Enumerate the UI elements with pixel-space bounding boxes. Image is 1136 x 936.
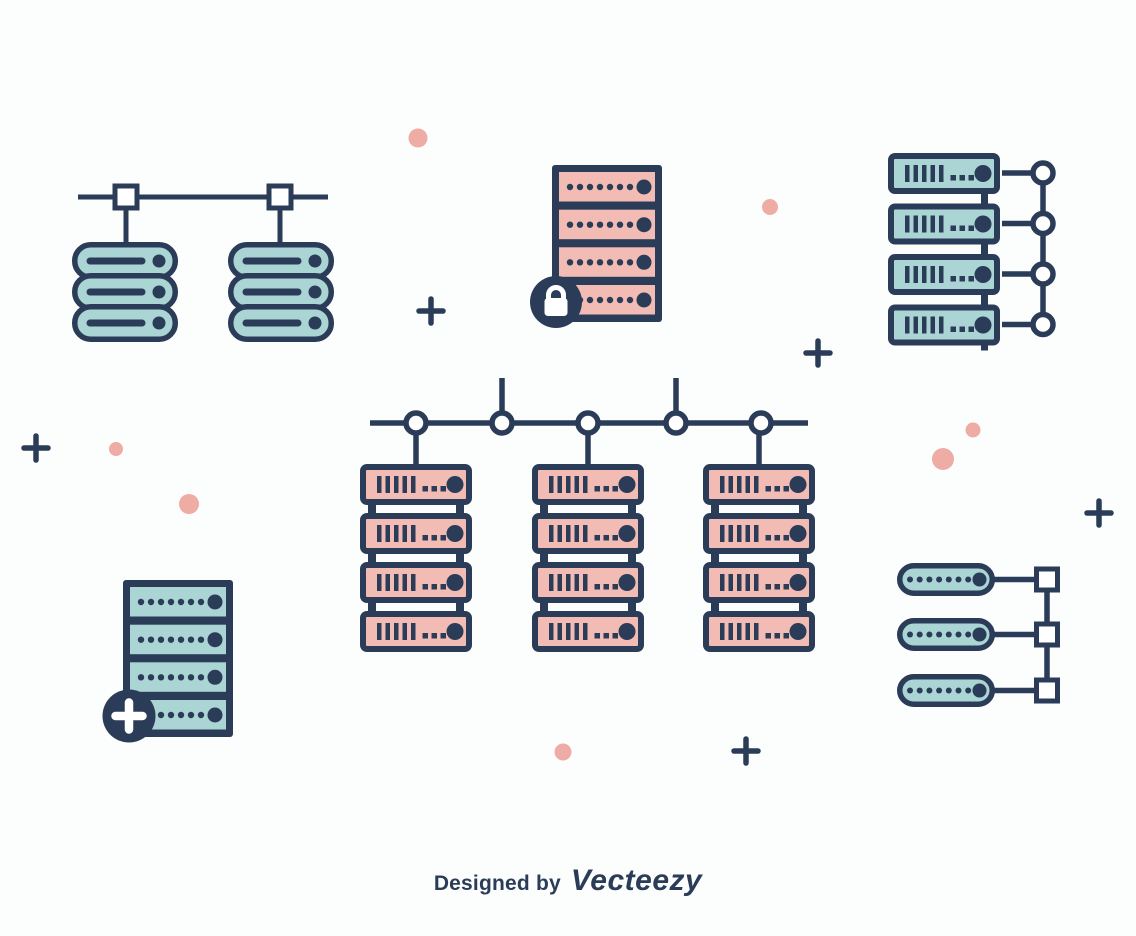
server-unit-icon bbox=[363, 516, 469, 551]
rack-joint bbox=[981, 291, 988, 307]
network-tap-square bbox=[112, 183, 140, 211]
plus-decor-icon bbox=[1087, 501, 1111, 525]
network-node-circle bbox=[663, 410, 689, 436]
server-unit-icon bbox=[891, 207, 997, 242]
network-node-circle bbox=[489, 410, 515, 436]
decorations bbox=[24, 128, 1111, 764]
server-stack bbox=[363, 467, 469, 649]
networked-database-stacks-icon bbox=[75, 183, 332, 340]
network-node-circle bbox=[1030, 311, 1056, 338]
server-unit-icon bbox=[891, 156, 997, 191]
server-unit-icon bbox=[891, 257, 997, 292]
lock-badge-icon bbox=[530, 276, 582, 328]
network-node-square bbox=[1034, 677, 1060, 704]
add-server-rack-icon bbox=[102, 580, 234, 743]
server-unit-icon bbox=[363, 614, 469, 649]
blush-dot bbox=[965, 422, 981, 438]
server-unit-icon bbox=[706, 614, 812, 649]
server-unit-icon bbox=[535, 565, 641, 600]
server-unit-icon bbox=[706, 565, 812, 600]
network-node-circle bbox=[575, 410, 601, 436]
rack-joint bbox=[981, 240, 988, 257]
server-unit-icon bbox=[706, 467, 812, 502]
server-unit-icon bbox=[363, 467, 469, 502]
plus-decor-icon bbox=[24, 436, 48, 460]
vecteezy-logo: Vecteezy bbox=[570, 864, 703, 897]
rack-joint bbox=[981, 190, 988, 206]
database-disk-icon bbox=[75, 276, 176, 309]
server-cluster-bus-icon bbox=[363, 378, 812, 649]
plus-badge-icon bbox=[102, 689, 156, 743]
footer-credit: Designed by Vecteezy bbox=[0, 864, 1136, 898]
database-pills-network-icon bbox=[900, 566, 1060, 705]
server-unit-icon bbox=[363, 565, 469, 600]
network-node-circle bbox=[748, 410, 774, 436]
server-unit-icon bbox=[535, 614, 641, 649]
network-node-square bbox=[1034, 621, 1060, 648]
server-unit-icon bbox=[535, 516, 641, 551]
locked-server-rack-icon bbox=[530, 165, 662, 328]
server-unit-icon bbox=[706, 516, 812, 551]
network-node-circle bbox=[403, 410, 429, 436]
network-node-circle bbox=[1030, 261, 1056, 287]
database-pill-icon bbox=[900, 566, 993, 594]
blush-dot bbox=[554, 743, 572, 761]
blush-dot bbox=[109, 442, 123, 456]
server-rack-network-nodes-icon bbox=[891, 156, 1056, 351]
database-stack bbox=[231, 245, 332, 340]
database-disk-icon bbox=[231, 245, 332, 278]
database-disk-icon bbox=[231, 276, 332, 309]
database-stack bbox=[75, 245, 176, 340]
blush-dot bbox=[762, 199, 778, 215]
plus-decor-icon bbox=[419, 299, 443, 323]
rack-joint bbox=[981, 341, 988, 351]
database-disk-icon bbox=[75, 245, 176, 278]
plus-decor-icon bbox=[734, 739, 758, 763]
database-pill-icon bbox=[900, 621, 993, 649]
network-node-circle bbox=[1030, 160, 1056, 186]
database-disk-icon bbox=[231, 307, 332, 340]
blush-dot bbox=[408, 128, 428, 148]
server-unit-icon bbox=[891, 308, 997, 343]
database-pill-icon bbox=[900, 677, 993, 705]
database-disk-icon bbox=[75, 307, 176, 340]
plus-decor-icon bbox=[806, 341, 830, 365]
server-stack bbox=[535, 467, 641, 649]
server-unit-icon bbox=[535, 467, 641, 502]
server-stack bbox=[706, 467, 812, 649]
blush-dot bbox=[932, 448, 954, 470]
credit-text: Designed by bbox=[433, 872, 561, 895]
network-node-square bbox=[1034, 566, 1060, 593]
blush-dot bbox=[179, 494, 199, 514]
network-node-circle bbox=[1030, 210, 1056, 237]
network-tap-square bbox=[266, 183, 294, 211]
